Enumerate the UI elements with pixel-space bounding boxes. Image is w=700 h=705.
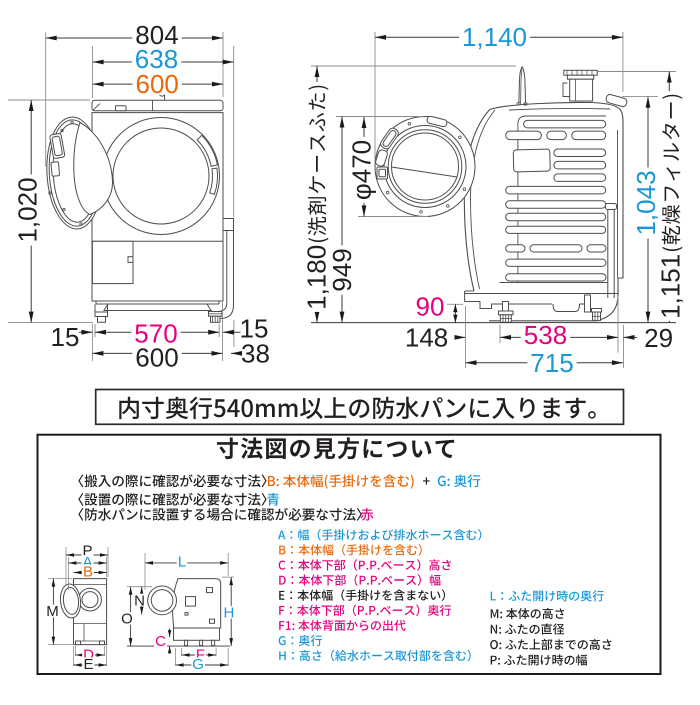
svg-text:1,140: 1,140 [462,22,527,52]
svg-text:D: D [83,646,94,663]
svg-text:P: P [82,542,92,559]
svg-text:570: 570 [134,318,177,348]
svg-text:1,043: 1,043 [631,170,661,235]
svg-text:N: N [134,592,145,609]
svg-text:600: 600 [135,342,178,372]
svg-text:φ470: φ470 [347,140,377,200]
svg-text:1,020: 1,020 [13,177,43,242]
svg-text:949: 949 [327,248,357,291]
svg-text:538: 538 [524,320,567,350]
svg-text:A: A [82,554,92,571]
svg-text:638: 638 [135,44,178,74]
svg-text:H: H [223,605,234,622]
svg-text:B: B [83,563,93,580]
svg-text:15: 15 [240,314,269,344]
svg-text:29: 29 [644,323,673,353]
svg-text:1,151: 1,151 [655,254,685,319]
svg-text:600: 600 [136,69,179,99]
svg-text:F: F [196,646,205,663]
svg-text:715: 715 [530,348,573,378]
svg-text:15: 15 [51,322,80,352]
svg-text:M: M [46,603,59,620]
svg-text:1,180: 1,180 [301,245,331,310]
svg-text:G: G [192,656,204,673]
svg-text:E: E [83,656,93,673]
svg-text:C: C [155,633,166,650]
svg-text:38: 38 [241,339,270,369]
svg-text:O: O [121,611,133,628]
svg-text:L: L [178,554,186,571]
svg-text:90: 90 [416,292,445,322]
svg-text:148: 148 [405,323,448,353]
svg-text:804: 804 [135,20,178,50]
